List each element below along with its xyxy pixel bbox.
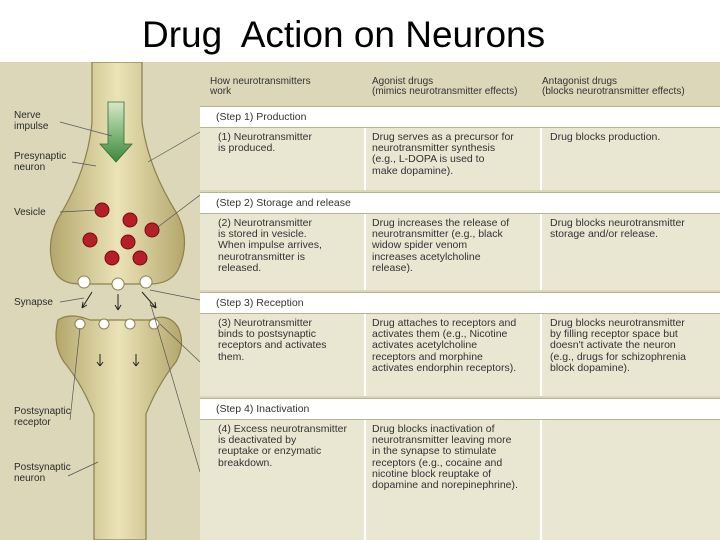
- step-1-title-bar: (Step 1) Production: [200, 106, 720, 128]
- step-3-agonist: Drug attaches to receptors and activates…: [372, 317, 517, 374]
- step-3-antagonist: Drug blocks neurotransmitter by filling …: [550, 317, 686, 374]
- step-2-title: (Step 2) Storage and release: [216, 197, 351, 209]
- step-4-title: (Step 4) Inactivation: [216, 403, 310, 415]
- step-3-title: (Step 3) Reception: [216, 297, 304, 309]
- column-divider: [540, 314, 542, 396]
- transmitter-arrows: [81, 291, 157, 367]
- column-divider: [540, 128, 542, 190]
- slide-title: Drug Action on Neurons: [142, 14, 546, 55]
- step-4-how: (4) Excess neurotransmitter is deactivat…: [218, 423, 347, 469]
- column-divider: [364, 128, 366, 190]
- label-postsynaptic-neuron: Postsynaptic neuron: [14, 462, 71, 484]
- label-vesicle: Vesicle: [14, 207, 46, 218]
- drug-action-table: How neurotransmitters work Agonist drugs…: [200, 62, 720, 540]
- step-3-how: (3) Neurotransmitter binds to postsynapt…: [218, 317, 327, 363]
- step-2-antagonist: Drug blocks neurotransmitter storage and…: [550, 217, 685, 241]
- neuron-figure: Nerve impulse Presynaptic neuron Vesicle…: [0, 62, 720, 540]
- postsynaptic-receptor-text: Postsynaptic receptor: [14, 406, 71, 428]
- step-1-row: (1) Neurotransmitter is produced. Drug s…: [200, 128, 720, 190]
- step-2-agonist: Drug increases the release of neurotrans…: [372, 217, 510, 274]
- step-4-title-bar: (Step 4) Inactivation: [200, 398, 720, 420]
- step-2-row: (2) Neurotransmitter is stored in vesicl…: [200, 214, 720, 290]
- step-1-how: (1) Neurotransmitter is produced.: [218, 131, 312, 155]
- leader-lines: [59, 121, 200, 477]
- step-2-title-bar: (Step 2) Storage and release: [200, 192, 720, 214]
- presynaptic-neuron-shape: [49, 62, 186, 285]
- step-3-title-bar: (Step 3) Reception: [200, 292, 720, 314]
- column-divider: [540, 214, 542, 290]
- header-antagonist: Antagonist drugs (blocks neurotransmitte…: [542, 76, 685, 97]
- label-postsynaptic-receptor: Postsynaptic receptor: [14, 406, 71, 428]
- nerve-impulse-text: Nerve impulse: [14, 110, 49, 132]
- step-1-agonist: Drug serves as a precursor for neurotran…: [372, 131, 514, 177]
- postsynaptic-neuron-shape: [55, 315, 183, 540]
- label-synapse: Synapse: [14, 297, 53, 308]
- column-divider: [364, 214, 366, 290]
- column-divider: [364, 314, 366, 396]
- step-3-row: (3) Neurotransmitter binds to postsynapt…: [200, 314, 720, 396]
- header-agonist: Agonist drugs (mimics neurotransmitter e…: [372, 76, 518, 97]
- step-4-row: (4) Excess neurotransmitter is deactivat…: [200, 420, 720, 540]
- step-1-antagonist: Drug blocks production.: [550, 131, 661, 143]
- label-nerve-impulse: Nerve impulse: [14, 110, 48, 132]
- vesicles: [82, 202, 160, 266]
- synaptic-cleft: [74, 275, 160, 330]
- postsynaptic-neuron-text: Postsynaptic neuron: [14, 462, 71, 484]
- label-presynaptic-neuron: Presynaptic neuron: [14, 151, 66, 173]
- header-how: How neurotransmitters work: [210, 76, 311, 97]
- step-2-how: (2) Neurotransmitter is stored in vesicl…: [218, 217, 322, 274]
- step-1-title: (Step 1) Production: [216, 111, 307, 123]
- column-divider: [540, 420, 542, 540]
- column-divider: [364, 420, 366, 540]
- synapse-illustration: [49, 62, 200, 540]
- step-4-agonist: Drug blocks inactivation of neurotransmi…: [372, 423, 518, 492]
- impulse-arrow: [99, 101, 133, 163]
- presynaptic-neuron-text: Presynaptic neuron: [14, 151, 67, 173]
